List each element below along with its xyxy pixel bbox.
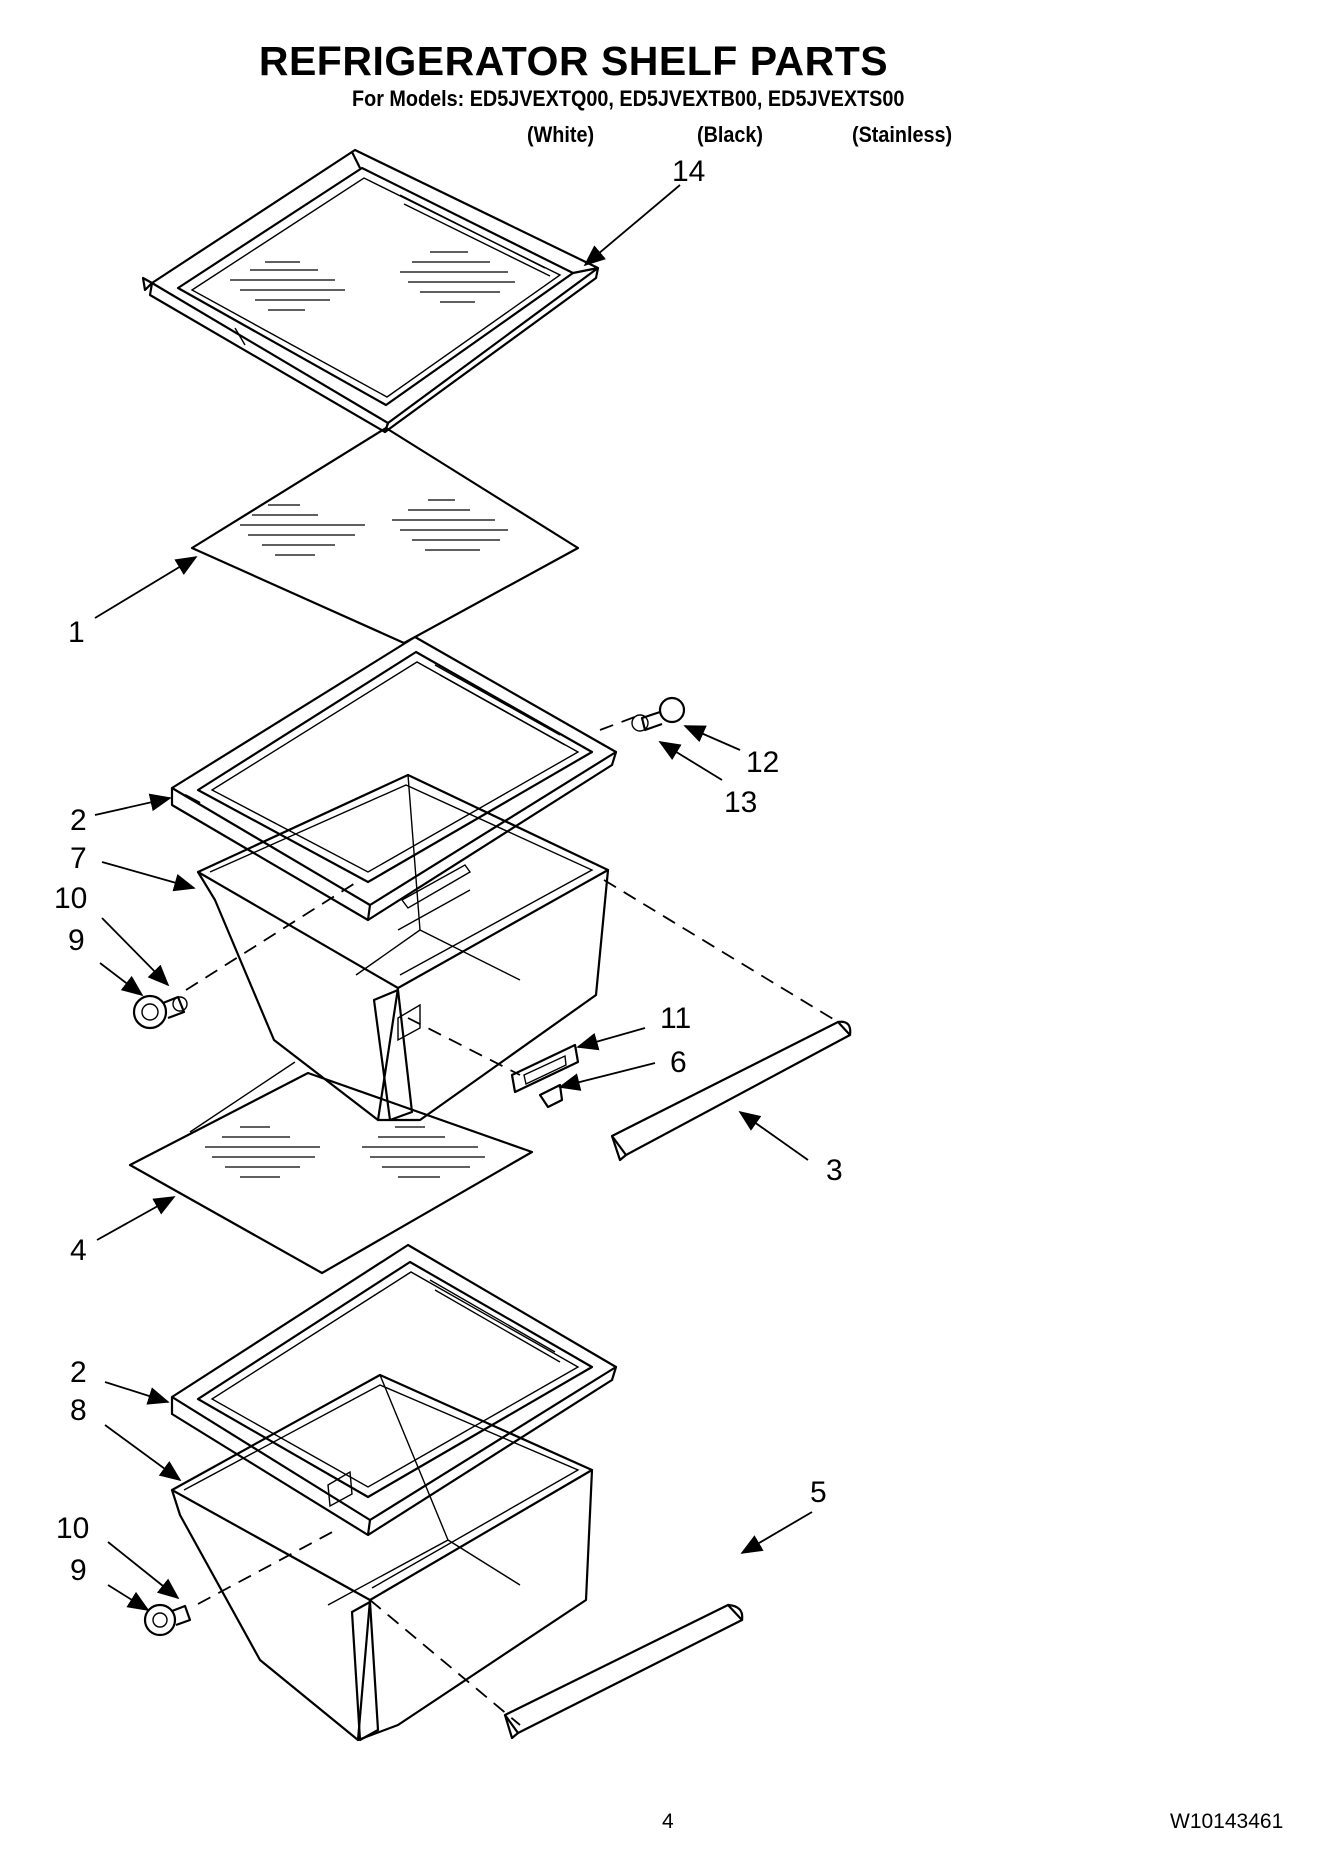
callout-2-lower: 2 — [70, 1356, 87, 1389]
models-line: For Models: ED5JVEXTQ00, ED5JVEXTB00, ED… — [352, 86, 905, 111]
callout-6: 6 — [670, 1046, 687, 1079]
part-1-glass-pattern — [240, 499, 508, 556]
callout-1: 1 — [68, 616, 85, 649]
part-7-crisper-drawer-upper — [196, 773, 610, 1122]
callout-leaders — [94, 184, 813, 1611]
callout-9-lower: 9 — [70, 1554, 87, 1587]
part-5-trim-bar — [503, 1603, 744, 1740]
part-14-shelf-frame — [141, 148, 600, 434]
callout-10-lower: 10 — [56, 1512, 89, 1545]
part-1-glass-panel — [190, 426, 580, 645]
part-11-6-latch — [510, 1043, 580, 1109]
callout-14: 14 — [672, 155, 705, 188]
callout-5: 5 — [810, 1476, 827, 1509]
callout-numbers: 14 1 12 13 2 7 10 9 11 6 3 4 2 8 5 10 9 — [54, 155, 843, 1587]
part-9-10-knob-lower — [143, 1603, 192, 1637]
variant-black: (Black) — [697, 122, 764, 147]
callout-9-upper: 9 — [68, 924, 85, 957]
callout-3: 3 — [826, 1154, 843, 1187]
callout-8: 8 — [70, 1394, 87, 1427]
callout-13: 13 — [724, 786, 757, 819]
page-number: 4 — [662, 1810, 674, 1833]
variant-stainless: (Stainless) — [852, 122, 953, 147]
part-9-10-knob-upper — [132, 994, 188, 1030]
part-4-glass-pattern — [205, 1126, 485, 1178]
document-number: W10143461 — [1170, 1810, 1284, 1833]
page-title: REFRIGERATOR SHELF PARTS — [258, 38, 889, 84]
callout-10-upper: 10 — [54, 882, 87, 915]
callout-11: 11 — [660, 1002, 691, 1035]
variant-white: (White) — [527, 122, 595, 147]
callout-2-upper: 2 — [70, 804, 87, 837]
callout-4: 4 — [70, 1234, 87, 1267]
part-2-cover-frame-upper — [170, 635, 618, 922]
assembly-dashed-lines — [185, 714, 839, 1726]
callout-12: 12 — [746, 746, 779, 779]
part-2-cover-frame-lower — [170, 1243, 618, 1537]
callout-7: 7 — [70, 842, 87, 875]
part-14-glass-pattern — [230, 251, 515, 311]
part-3-trim-bar — [610, 1020, 852, 1162]
part-4-glass-panel — [128, 1071, 534, 1275]
part-12-13-screw — [631, 696, 686, 732]
part-8-crisper-drawer-lower — [170, 1373, 594, 1742]
